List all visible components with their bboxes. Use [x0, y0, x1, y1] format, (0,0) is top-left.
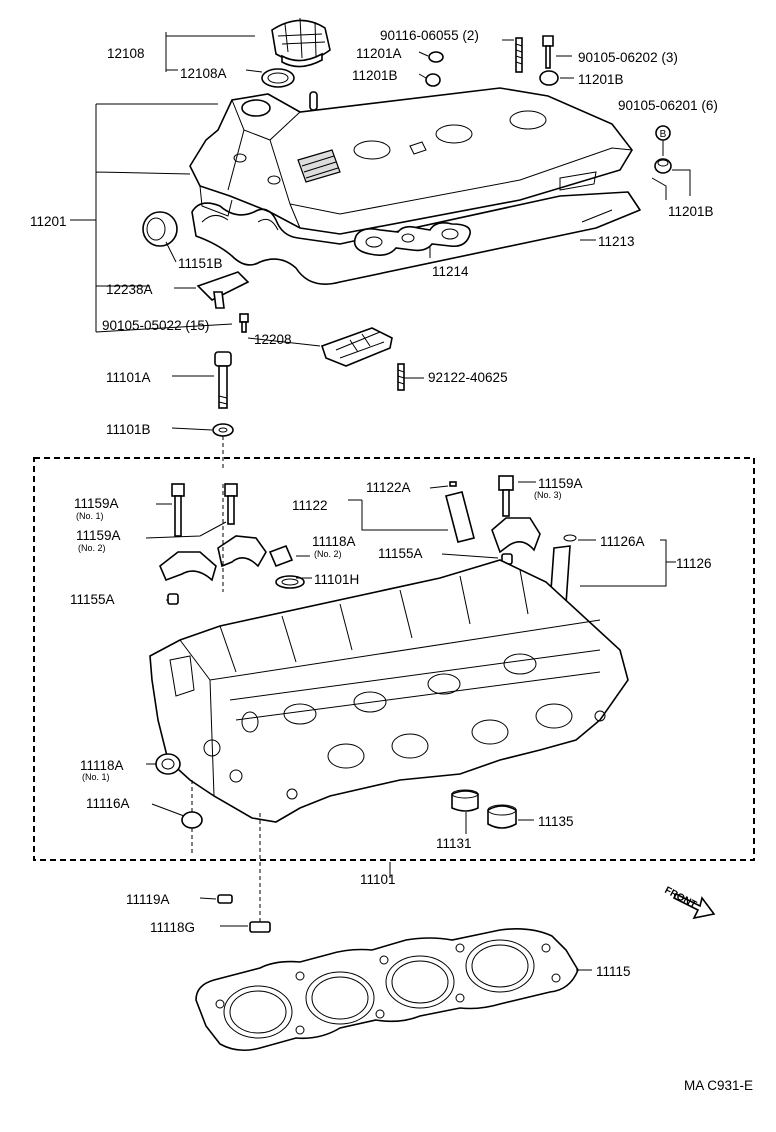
- oil-filler-cap: [271, 17, 331, 68]
- label-90105-06201: 90105-06201 (6): [618, 98, 718, 113]
- cap-bolt-11159A-no1: [171, 483, 185, 537]
- grommet-11201B-c: [654, 158, 672, 174]
- label-11159A-no1: 11159A: [74, 496, 119, 511]
- label-11155A-left: 11155A: [70, 592, 115, 607]
- label-11118A-no2-sub: (No. 2): [314, 549, 342, 559]
- grommet-11201B-b: [539, 70, 559, 86]
- label-90105-05022: 90105-05022 (15): [102, 318, 209, 333]
- label-12208: 12208: [254, 332, 292, 347]
- label-11122A: 11122A: [366, 480, 411, 495]
- bracket-12238A: [196, 271, 250, 309]
- cylinder-head-gasket-11115: [195, 928, 579, 1052]
- label-11159A-no3: 11159A: [538, 476, 583, 491]
- label-11213: 11213: [598, 234, 635, 249]
- label-11214: 11214: [432, 264, 469, 279]
- cap-bolt-11159A-no2: [224, 483, 238, 525]
- part-labels: 12108 12108A 90116-06055 (2) 11201A 1120…: [30, 28, 753, 1093]
- pin-11119A: [217, 894, 233, 904]
- oil-filler-cap-gasket: [261, 68, 295, 88]
- label-11118A-no1-sub: (No. 1): [82, 772, 110, 782]
- leader-lines: [70, 32, 691, 971]
- label-11201A: 11201A: [356, 46, 402, 61]
- label-11119A: 11119A: [126, 892, 170, 907]
- plug-11118A-no2: [268, 544, 294, 568]
- cylinder-head-cover: [189, 87, 633, 235]
- baffle-plate-12208: [320, 327, 393, 367]
- stud-bolt-90116: [515, 37, 523, 73]
- label-11201B-b: 11201B: [578, 72, 624, 87]
- label-11118A-no2: 11118A: [312, 534, 356, 549]
- label-11126A: 11126A: [600, 534, 645, 549]
- label-11155A-right: 11155A: [378, 546, 423, 561]
- label-92122-40625: 92122-40625: [428, 370, 508, 385]
- label-11115: 11115: [596, 964, 631, 979]
- label-11159A-no3-sub: (No. 3): [534, 490, 562, 500]
- cylinder-head-body: [149, 559, 629, 823]
- label-11122: 11122: [292, 498, 328, 513]
- bolt-90105-05022: [239, 313, 249, 333]
- label-front: FRONT: [663, 885, 699, 911]
- label-11126: 11126: [676, 556, 712, 571]
- bolt-mark-b: B: [655, 125, 671, 141]
- label-12108A: 12108A: [180, 66, 227, 81]
- label-11135: 11135: [538, 814, 574, 829]
- seal-11131: [451, 789, 479, 812]
- ring-11101H: [275, 575, 305, 589]
- label-11159A-no2-sub: (No. 2): [78, 543, 106, 553]
- front-arrow-icon: [672, 892, 716, 920]
- label-90105-06202: 90105-06202 (3): [578, 50, 678, 65]
- label-11118G: 11118G: [150, 920, 195, 935]
- label-12108: 12108: [107, 46, 145, 61]
- cap-bolt-11159A-no3: [498, 475, 514, 517]
- label-11151B: 11151B: [178, 256, 223, 271]
- camshaft-oil-seal-11151B: [142, 211, 178, 247]
- cylinder-head-assembly-outline: [33, 457, 755, 861]
- stud-92122-40625: [397, 363, 405, 391]
- tube-11122A: [445, 481, 475, 543]
- label-11159A-no1-sub: (No. 1): [76, 511, 104, 521]
- svg-text:B: B: [660, 129, 667, 140]
- label-90116-06055: 90116-06055 (2): [380, 28, 479, 43]
- pin-11118G: [249, 921, 271, 933]
- seal-11135: [487, 804, 517, 829]
- plug-11118A-no1: [155, 753, 181, 775]
- cover-gasket-11213: [191, 191, 641, 285]
- label-11201: 11201: [30, 214, 67, 229]
- label-11118A-no1: 11118A: [80, 758, 124, 773]
- bearing-cap-right: [491, 517, 541, 554]
- plug-11116A: [181, 811, 203, 829]
- label-11101H: 11101H: [314, 572, 359, 587]
- grommet-11201B-a: [425, 73, 441, 87]
- label-12238A: 12238A: [106, 282, 153, 297]
- washer-11101B: [212, 423, 234, 437]
- bearing-cap-left-2: [217, 535, 267, 568]
- pin-11155A-left: [167, 593, 179, 605]
- label-11131: 11131: [436, 836, 472, 851]
- head-bolt-11101A: [214, 351, 232, 409]
- bearing-cap-left-1: [159, 551, 217, 582]
- label-11101: 11101: [360, 872, 396, 887]
- nut-11201A: [428, 51, 444, 63]
- label-11201B-c: 11201B: [668, 204, 714, 219]
- bolt-90105-06202: [542, 35, 554, 69]
- diagram-code: MA C931-E: [684, 1078, 753, 1093]
- label-11116A: 11116A: [86, 796, 130, 811]
- label-11101B: 11101B: [106, 422, 151, 437]
- label-11159A-no2: 11159A: [76, 528, 121, 543]
- spark-plug-tube-gasket-11214: [353, 222, 471, 256]
- label-11201B-a: 11201B: [352, 68, 398, 83]
- label-11101A: 11101A: [106, 370, 151, 385]
